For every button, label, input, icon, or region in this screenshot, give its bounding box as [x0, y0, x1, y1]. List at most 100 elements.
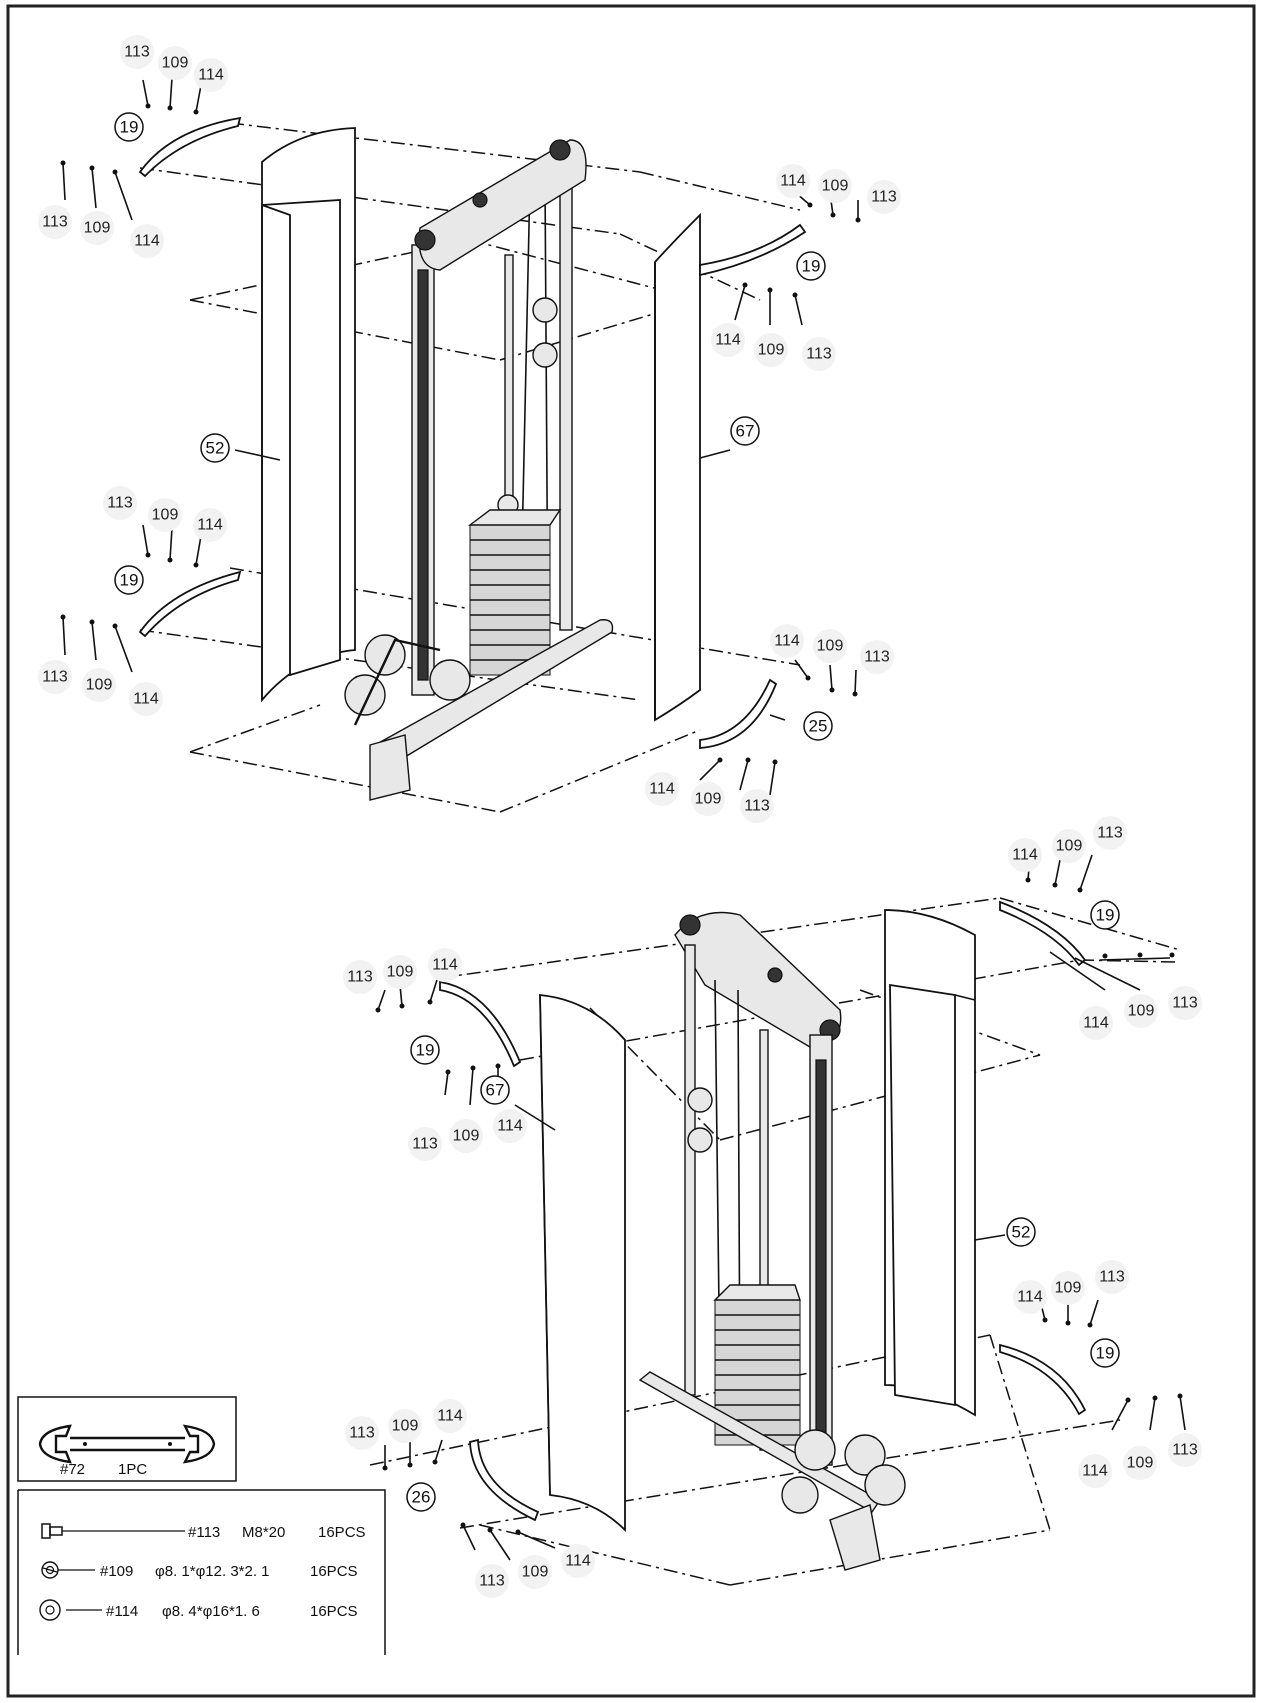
hardware-113: 113 [345, 1416, 379, 1450]
hardware-113: 113 [38, 205, 72, 239]
svg-text:109: 109 [822, 178, 849, 195]
svg-text:109: 109 [1056, 838, 1083, 855]
legend-qty: 16PCS [318, 1524, 366, 1541]
svg-text:19: 19 [120, 118, 139, 137]
svg-text:113: 113 [107, 495, 133, 512]
hardware-109: 109 [80, 211, 114, 245]
hardware-109: 109 [1124, 994, 1158, 1028]
hardware-113: 113 [475, 1564, 509, 1598]
hardware-114: 114 [493, 1109, 527, 1143]
svg-text:114: 114 [198, 67, 224, 84]
svg-text:113: 113 [349, 1425, 375, 1442]
svg-text:67: 67 [736, 422, 755, 441]
callout-67: 67 [730, 416, 760, 446]
hardware-113: 113 [1168, 1433, 1202, 1467]
svg-text:113: 113 [347, 969, 373, 986]
fastener-leaders [60, 77, 861, 796]
svg-text:109: 109 [817, 638, 844, 655]
svg-text:114: 114 [437, 1408, 463, 1425]
hardware-114: 114 [428, 948, 462, 982]
svg-text:113: 113 [744, 798, 770, 815]
svg-text:109: 109 [758, 342, 785, 359]
hardware-114: 114 [711, 323, 745, 357]
fastener-leaders [375, 854, 1186, 1561]
svg-text:114: 114 [1083, 1015, 1109, 1032]
svg-text:113: 113 [806, 346, 832, 363]
svg-text:114: 114 [1082, 1463, 1108, 1480]
bottom-assembly-view [369, 854, 1186, 1586]
hardware-114: 114 [561, 1544, 595, 1578]
hardware-114: 114 [433, 1399, 467, 1433]
shroud-panel-52 [261, 127, 356, 703]
cover-arc-19 [138, 116, 807, 749]
hardware-114: 114 [129, 682, 163, 716]
cover-arc-26 [469, 1438, 540, 1522]
callout-19: 19 [114, 565, 144, 595]
hardware-114: 114 [193, 508, 227, 542]
bolt-icon [41, 1523, 63, 1539]
svg-text:113: 113 [1172, 1442, 1198, 1459]
legend-qty: 16PCS [310, 1563, 358, 1580]
hardware-113: 113 [802, 337, 836, 371]
hardware-109: 109 [388, 1409, 422, 1443]
hardware-109: 109 [158, 46, 192, 80]
svg-text:114: 114 [565, 1553, 591, 1570]
svg-text:109: 109 [1127, 1455, 1154, 1472]
svg-text:109: 109 [162, 55, 189, 72]
hardware-113: 113 [867, 180, 901, 214]
svg-text:109: 109 [453, 1128, 480, 1145]
svg-text:19: 19 [416, 1041, 435, 1060]
legend-spec: φ8. 4*φ16*1. 6 [162, 1603, 260, 1620]
legend-qty: 16PCS [310, 1603, 358, 1620]
callout-19: 19 [1090, 1338, 1120, 1368]
flat-washer-icon [39, 1599, 61, 1621]
cover-arc-19 [439, 900, 1087, 1416]
svg-text:109: 109 [1055, 1280, 1082, 1297]
svg-text:114: 114 [780, 173, 806, 190]
svg-text:109: 109 [392, 1418, 419, 1435]
hardware-113: 113 [120, 35, 154, 69]
svg-text:19: 19 [1096, 906, 1115, 925]
hardware-113: 113 [1095, 1260, 1129, 1294]
svg-text:67: 67 [486, 1081, 505, 1100]
svg-text:114: 114 [432, 957, 458, 974]
callout-19: 19 [796, 251, 826, 281]
svg-text:114: 114 [649, 781, 675, 798]
svg-text:109: 109 [86, 677, 113, 694]
svg-text:114: 114 [715, 332, 741, 349]
hardware-109: 109 [818, 169, 852, 203]
svg-text:114: 114 [1017, 1289, 1043, 1306]
legend-spec: φ8. 1*φ12. 3*2. 1 [155, 1563, 270, 1580]
callout-52: 52 [200, 433, 230, 463]
legend-spec: M8*20 [242, 1524, 285, 1541]
svg-text:113: 113 [871, 189, 897, 206]
hardware-109: 109 [1123, 1446, 1157, 1480]
svg-text:114: 114 [134, 233, 160, 250]
wrench-icon [38, 1424, 216, 1464]
hardware-109: 109 [1051, 1271, 1085, 1305]
hardware-114: 114 [1079, 1006, 1113, 1040]
callout-19: 19 [1090, 900, 1120, 930]
tool-quantity: 1PC [118, 1461, 147, 1478]
hardware-109: 109 [148, 498, 182, 532]
callout-19: 19 [114, 112, 144, 142]
svg-text:113: 113 [1097, 825, 1123, 842]
hardware-114: 114 [770, 624, 804, 658]
svg-text:113: 113 [864, 649, 890, 666]
svg-text:113: 113 [412, 1136, 438, 1153]
hardware-109: 109 [449, 1119, 483, 1153]
hardware-113: 113 [103, 486, 137, 520]
svg-text:114: 114 [774, 633, 800, 650]
hardware-114: 114 [194, 58, 228, 92]
legend-row-flat-washer: #114 φ8. 4*φ16*1. 6 16PCS [39, 1599, 358, 1621]
hardware-109: 109 [82, 668, 116, 702]
svg-text:113: 113 [479, 1573, 505, 1590]
hardware-114: 114 [645, 772, 679, 806]
shroud-panel-67 [539, 994, 626, 1533]
svg-text:52: 52 [206, 439, 225, 458]
hardware-114: 114 [1078, 1454, 1112, 1488]
svg-text:113: 113 [1172, 995, 1198, 1012]
legend-part: #109 [100, 1563, 133, 1580]
hardware-109: 109 [383, 955, 417, 989]
